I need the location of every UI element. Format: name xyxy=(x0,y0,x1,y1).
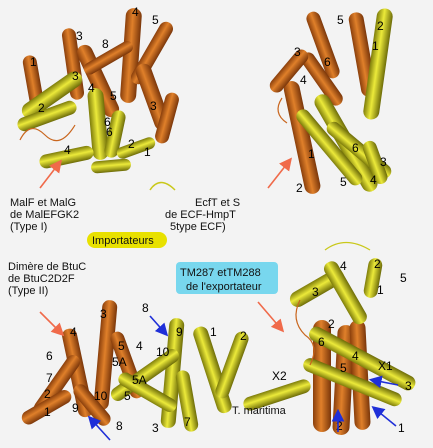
helix-label: 4 xyxy=(64,143,71,157)
svg-text:TM287 etTM288: TM287 etTM288 xyxy=(180,267,261,279)
helix-label: 8 xyxy=(116,419,123,433)
helix-label: 7 xyxy=(46,371,53,385)
helix-label: 1 xyxy=(144,145,151,159)
helix-labels-btuc: 8 3 4 6 5 7 2 1 9 10 5A 4 8 9 1 2 10 3 5… xyxy=(44,301,247,435)
helix-label: 5 xyxy=(124,389,131,403)
exporter-badge: TM287 etTM288 de l'exportateur xyxy=(176,262,278,294)
helix xyxy=(17,8,179,174)
helix-label: 4 xyxy=(88,81,95,95)
helix-label: 2 xyxy=(44,387,51,401)
helix-label: 2 xyxy=(240,329,247,343)
helix-label: 4 xyxy=(340,259,347,273)
helix-label: X2 xyxy=(272,369,287,383)
helix-label: 2 xyxy=(377,19,384,33)
arrow-blue-9 xyxy=(87,415,111,441)
helix-label: 1 xyxy=(30,55,37,69)
helix-label: 5A xyxy=(132,373,147,387)
helix-label: 6 xyxy=(106,125,113,139)
helix-label: 1 xyxy=(210,325,217,339)
caption-malf: MalF et MalG de MalEFGK2 (Type I) xyxy=(10,197,79,233)
helix-label: 5 xyxy=(340,361,347,375)
ecf-structure xyxy=(269,8,393,194)
svg-text:de MalEFGK2: de MalEFGK2 xyxy=(10,209,79,221)
helix-label: 6 xyxy=(318,335,325,349)
helix-label: 5 xyxy=(118,339,125,353)
helix-label: 1 xyxy=(377,283,384,297)
helix-labels-ecf: 5 6 2 3 1 4 1 6 2 3 5 4 xyxy=(294,13,387,195)
helix-label: 4 xyxy=(132,5,139,19)
tm287-288-structure xyxy=(243,241,416,435)
helix-label: 4 xyxy=(370,173,377,187)
helix-label: X1 xyxy=(378,359,393,373)
svg-text:MalF et MalG: MalF et MalG xyxy=(10,197,76,209)
helix-label: 2 xyxy=(38,101,45,115)
helix-label: 6 xyxy=(46,349,53,363)
helix-label: 5A xyxy=(112,355,127,369)
helix-label: 1 xyxy=(308,147,315,161)
helix-label: 3 xyxy=(294,45,301,59)
helix-label: 3 xyxy=(405,379,412,393)
importateurs-badge: Importateurs xyxy=(87,232,167,248)
helix-label: 4 xyxy=(136,339,143,353)
helix-label: 5 xyxy=(337,13,344,27)
caption-btuc: Dimère de BtuC de BtuC2D2F (Type II) xyxy=(8,261,86,297)
arrow-malf xyxy=(39,159,62,189)
helix-label: 6 xyxy=(324,55,331,69)
btuc-structure xyxy=(21,300,249,432)
helix-labels-tm: 4 2 5 3 1 2 6 5 4 X1 X2 3 1 2 xyxy=(272,257,412,435)
helix-label: 5 xyxy=(400,271,407,285)
helix-label: 9 xyxy=(176,325,183,339)
svg-text:Importateurs: Importateurs xyxy=(92,235,154,247)
helix-label: 2 xyxy=(336,419,343,433)
helix-label: 1 xyxy=(372,39,379,53)
caption-ecf: EcfT et S de ECF-HmpT 5type ECF) xyxy=(165,197,240,233)
helix-label: 7 xyxy=(184,415,191,429)
svg-text:5type ECF): 5type ECF) xyxy=(170,221,226,233)
helix-label: 4 xyxy=(352,349,359,363)
malefgk-structure xyxy=(17,8,179,191)
helix-label: 5 xyxy=(340,175,347,189)
svg-text:(Type II): (Type II) xyxy=(8,285,48,297)
helix-label: 9 xyxy=(72,401,79,415)
helix-label: 8 xyxy=(142,301,149,315)
helix-label: 1 xyxy=(44,405,51,419)
svg-text:Dimère de BtuC: Dimère de BtuC xyxy=(8,261,86,273)
svg-text:(Type I): (Type I) xyxy=(10,221,47,233)
helix-label: 1 xyxy=(398,421,405,435)
caption-maritima: T. maritima xyxy=(232,405,287,417)
helix-label: 5 xyxy=(110,89,117,103)
arrow-blue-3 xyxy=(368,375,399,389)
helix-label: 2 xyxy=(328,317,335,331)
helix-label: 3 xyxy=(150,99,157,113)
helix-label: 10 xyxy=(94,389,108,403)
arrow-blue-1 xyxy=(371,405,397,427)
helix-label: 8 xyxy=(102,37,109,51)
helix-label: 2 xyxy=(374,257,381,271)
helix-label: 3 xyxy=(152,421,159,435)
helix-label: 3 xyxy=(380,155,387,169)
svg-text:de l'exportateur: de l'exportateur xyxy=(186,281,262,293)
helix-label: 3 xyxy=(76,29,83,43)
helix-label: 3 xyxy=(72,69,79,83)
arrow-ecf xyxy=(267,157,292,189)
helix-labels-malefgk: 1 2 3 4 8 5 3 4 5 6 2 1 4 3 6 xyxy=(30,5,159,159)
helix-label: 2 xyxy=(128,137,135,151)
pointer-arrows xyxy=(39,157,399,441)
arrow-btuc xyxy=(39,311,65,337)
helix-label: 6 xyxy=(104,115,111,129)
helix-label: 6 xyxy=(352,141,359,155)
helix-label: 3 xyxy=(312,285,319,299)
helix-label: 2 xyxy=(296,181,303,195)
svg-text:de BtuC2D2F: de BtuC2D2F xyxy=(8,273,75,285)
helix-label: 4 xyxy=(70,325,77,339)
svg-text:de ECF-HmpT: de ECF-HmpT xyxy=(165,209,236,221)
helix-label: 10 xyxy=(156,345,170,359)
helix-label: 4 xyxy=(300,73,307,87)
helix-label: 5 xyxy=(152,13,159,27)
arrow-tm xyxy=(257,301,285,333)
arrow-blue-8 xyxy=(149,315,169,337)
helix-label: 3 xyxy=(100,307,107,321)
svg-text:EcfT et S: EcfT et S xyxy=(195,197,240,209)
